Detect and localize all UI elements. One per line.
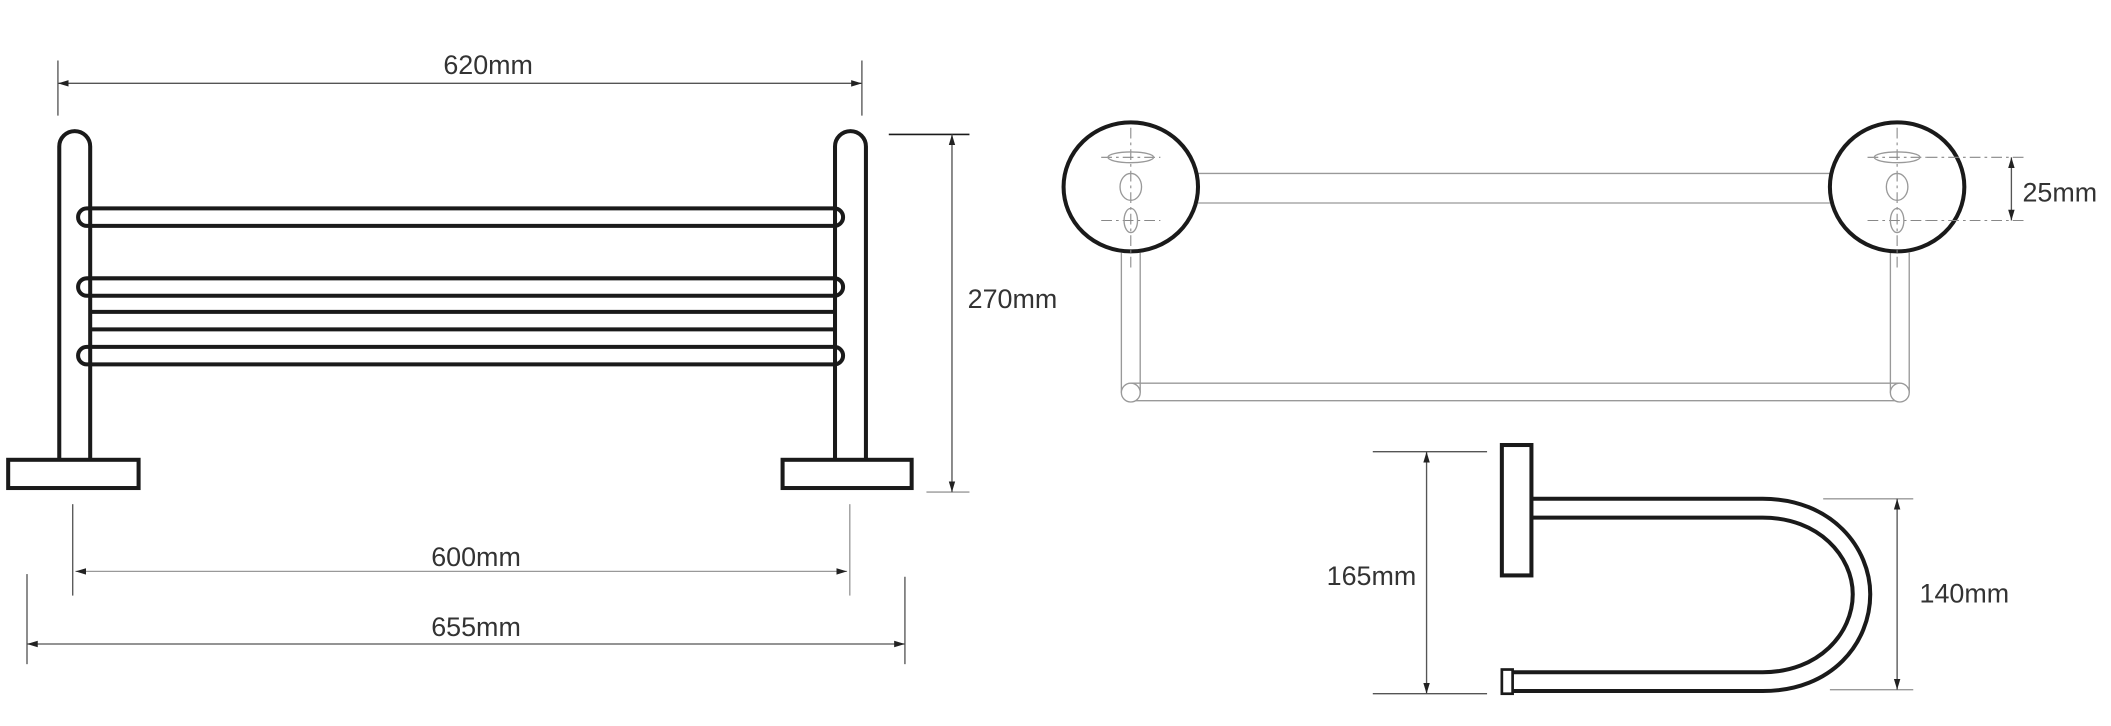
dimension-label-600: 600mm	[431, 542, 521, 572]
dimension-600: 600mm	[72, 504, 851, 596]
left-wall-mount	[1061, 120, 1201, 269]
dimension-label-140: 140mm	[1920, 578, 2010, 608]
top-view: 25mm	[1061, 120, 2097, 403]
left-post	[6, 129, 141, 491]
dimension-655: 655mm	[26, 574, 906, 665]
dimension-label-270: 270mm	[968, 284, 1058, 314]
towel-bars	[76, 206, 846, 367]
dimension-label-165: 165mm	[1327, 561, 1417, 591]
dimension-label-620: 620mm	[443, 50, 533, 80]
dimension-270: 270mm	[888, 133, 1058, 493]
front-view: 620mm 270mm 600mm 655mm	[6, 50, 1058, 665]
dimension-620: 620mm	[57, 50, 863, 116]
right-wall-mount	[1827, 120, 1967, 269]
dimension-140: 140mm	[1823, 498, 2010, 691]
dimension-label-655: 655mm	[431, 612, 521, 642]
dimension-label-25: 25mm	[2022, 178, 2097, 208]
dimension-165: 165mm	[1327, 451, 1488, 695]
dimension-25: 25mm	[1926, 156, 2097, 222]
side-view: 165mm 140mm	[1327, 442, 2010, 696]
right-post	[780, 129, 914, 491]
